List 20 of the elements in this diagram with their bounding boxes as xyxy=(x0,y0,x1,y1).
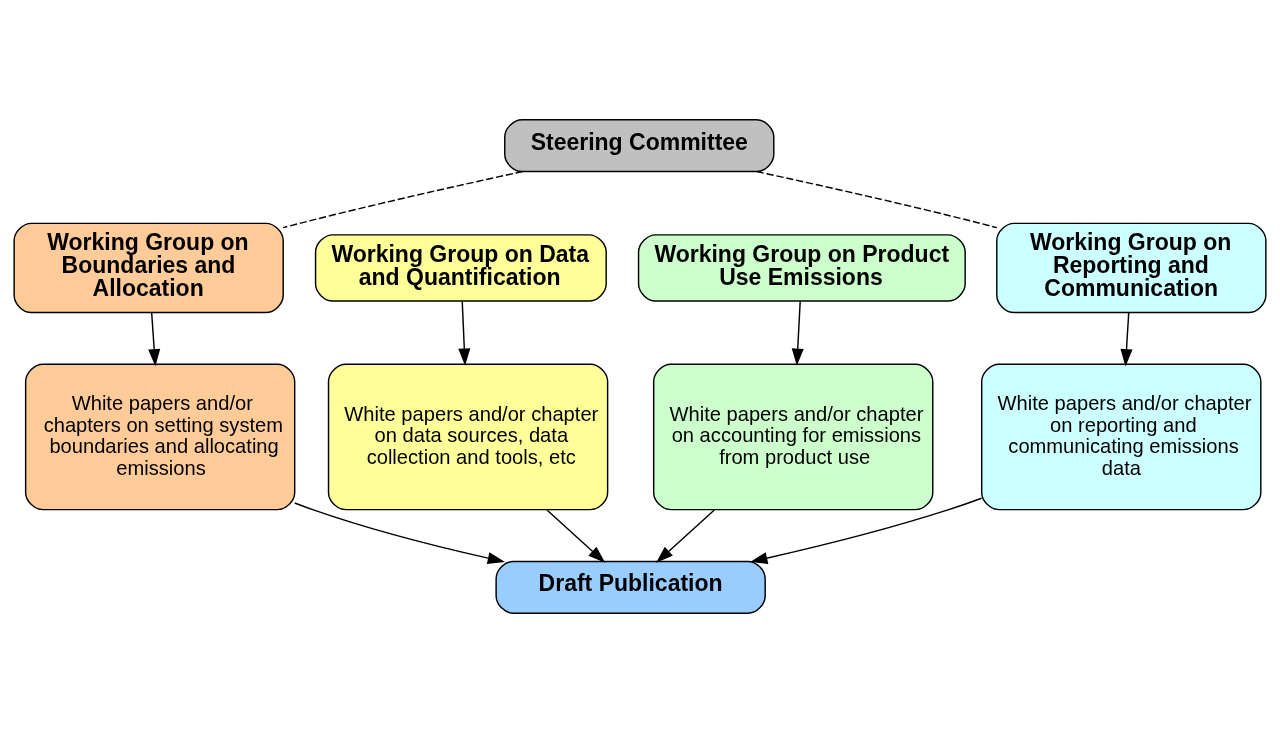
node-box: White papers and/or chapter on reporting and communicating emissions data xyxy=(981,363,1262,510)
node-box: Working Group on Reporting and Communication xyxy=(996,222,1267,313)
arrow xyxy=(656,508,716,563)
node-box: White papers and/or chapter on accounting for emissions from product use xyxy=(652,363,934,510)
node-box: Working Group on Product Use Emissions xyxy=(637,233,966,302)
arrow xyxy=(750,496,983,564)
connector xyxy=(756,170,998,228)
arrow xyxy=(791,300,804,366)
arrow xyxy=(148,311,161,366)
node-box: Draft Publication xyxy=(495,560,766,614)
node-box: Steering Committee xyxy=(504,118,775,172)
arrow xyxy=(546,508,606,563)
node-box: White papers and/or chapters on setting system boundaries and allocating emissions xyxy=(24,363,296,510)
arrow xyxy=(458,300,471,366)
node-box: Working Group on Boundaries and Allocation xyxy=(13,222,284,313)
arrow xyxy=(294,501,505,564)
connector xyxy=(282,170,524,228)
node-box: White papers and/or chapter on data sources, data collection and tools, etc xyxy=(327,363,609,510)
node-box: Working Group on Data and Quantification xyxy=(314,233,607,302)
arrow xyxy=(1120,311,1133,366)
